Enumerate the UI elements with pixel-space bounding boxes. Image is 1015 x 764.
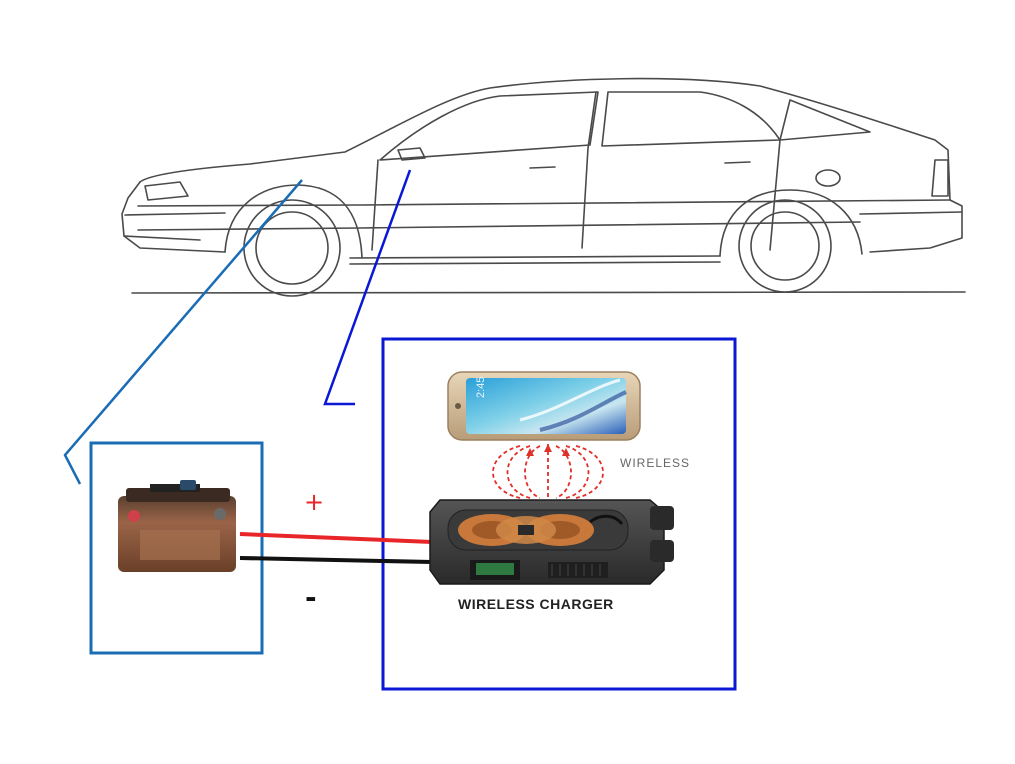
phone-clock-label: 2:45: [475, 377, 487, 398]
negative-terminal-label: -: [305, 581, 317, 614]
wireless-charger-label: WIRELESS CHARGER: [458, 596, 614, 612]
car-sedan-side-icon: [122, 79, 965, 296]
magnetic-field-lines: [493, 444, 603, 498]
wireless-charger-pad-icon: [430, 500, 674, 584]
wire-negative: [240, 558, 432, 562]
wireless-label: WIRELESS: [620, 456, 690, 470]
car-battery-icon: [118, 480, 236, 572]
positive-terminal-label: +: [304, 488, 324, 516]
leader-line-to-battery: [65, 180, 302, 484]
wire-positive: [240, 534, 432, 542]
